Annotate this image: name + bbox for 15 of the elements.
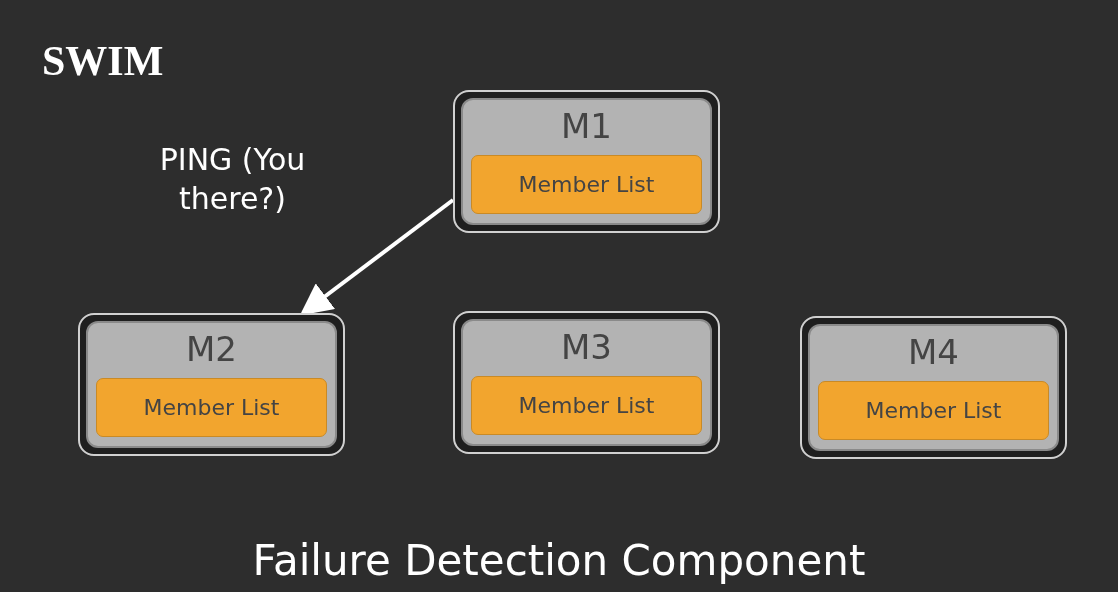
node-title: M2 [185,331,238,369]
member-node-frame [78,313,345,456]
member-node-frame [800,316,1067,459]
member-list-box: Member List [471,376,702,435]
member-node-frame [453,311,720,454]
arrow [299,198,455,316]
member-list-box: Member List [96,378,327,437]
slide-title: SWIM [42,38,164,85]
member-list-box: Member List [471,155,702,214]
node-title: M1 [560,108,613,146]
member-node-frame [453,90,720,233]
member-list-box: Member List [818,381,1049,440]
node-title: M3 [560,329,613,367]
node-title: M4 [907,334,960,372]
caption: Failure Detection Component [251,536,867,587]
